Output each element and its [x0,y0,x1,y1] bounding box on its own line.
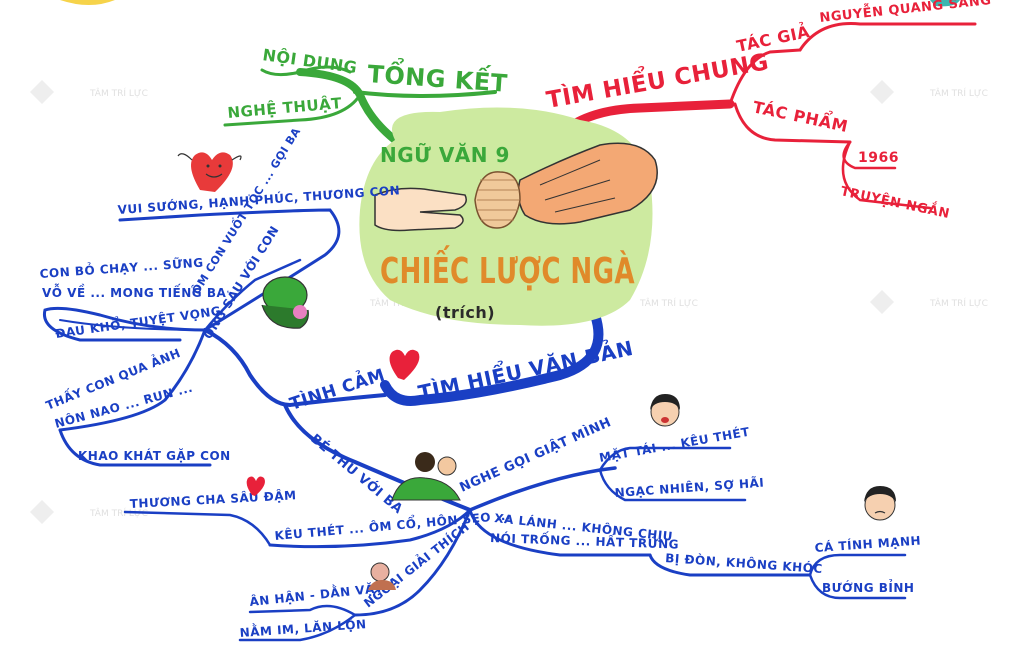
tim-hieu-van-ban-label: TÌM HIỂU VĂN BẢN [416,334,636,405]
bi-don-label: BỊ ĐÒN, KHÔNG KHÓC [665,550,823,576]
comb-icon [474,171,521,229]
heart-face-icon [177,152,242,192]
red-branch-lines [550,22,977,210]
tac-pham-genre: TRUYỆN NGẮN [839,182,951,222]
nghe-goi-item: MẶT TÁI ... KÊU THÉT [598,424,751,465]
hugging-couple-illustration [391,452,461,501]
man-hat-illustration [261,276,309,329]
ngoai-item: ÂN HẬN - DẰN VẶT [249,579,385,609]
tac-pham-label: TÁC PHẨM [751,94,850,136]
tong-ket-label: TỔNG KẾT [367,53,510,98]
keu-thet-child: THƯƠNG CHA SÂU ĐẬM [129,487,296,511]
grandmother-illustration [368,562,396,590]
ong-sau-item: VỖ VỀ ... MONG TIẾNG BA [42,283,226,300]
ong-sau-item: ĐAU KHỔ, TUYỆT VỌNG [54,301,222,341]
ong-sau-item: CON BỎ CHẠY ... SỮNG [39,254,204,281]
nghe-goi-label: NGHE GỌI GIẬT MÌNH [457,414,614,495]
small-heart-icon [246,476,265,496]
ca-tinh-item: CÁ TÍNH MẠNH [814,533,921,555]
ngoai-item: NẰM IM, LĂN LỘN [239,615,367,640]
tac-gia-value: NGUYỄN QUANG SÁNG [819,0,992,26]
be-thu-label: BÉ THU VỚI BA [307,431,406,517]
hands-illustration [374,142,658,232]
corner-teal-blob [930,0,960,7]
girl-face-icon-2 [864,486,896,521]
ong-sau-item: KHAO KHÁT GẶP CON [78,448,231,463]
ca-tinh-item: BƯỚNG BỈNH [822,579,914,595]
tac-pham-year: 1966 [858,150,899,166]
corner-yellow-blob [60,0,115,5]
heart-icon [389,349,420,380]
blue-branch-lines [42,208,907,642]
watermark-text: TÂM TRÍ LỰC [639,297,698,309]
tinh-cam-label: TÌNH CẢM [286,362,387,414]
green-branch-lines [223,65,497,144]
center-subject: NGỮ VĂN 9 [380,143,510,167]
watermark-text: TÂM TRÍ LỰC [89,87,148,99]
center-subtitle: (trích) [435,303,495,322]
watermark-text: TÂM TRÍ LỰC [929,297,988,309]
watermark-text: TÂM TRÍ LỰC [89,507,148,519]
nghe-goi-item: NGẠC NHIÊN, SỢ HÃI [614,475,764,500]
center-title: CHIẾC LƯỢC NGÀ [380,245,635,292]
girl-face-icon-1 [650,394,680,427]
watermark-text: TÂM TRÍ LỰC [929,87,988,99]
